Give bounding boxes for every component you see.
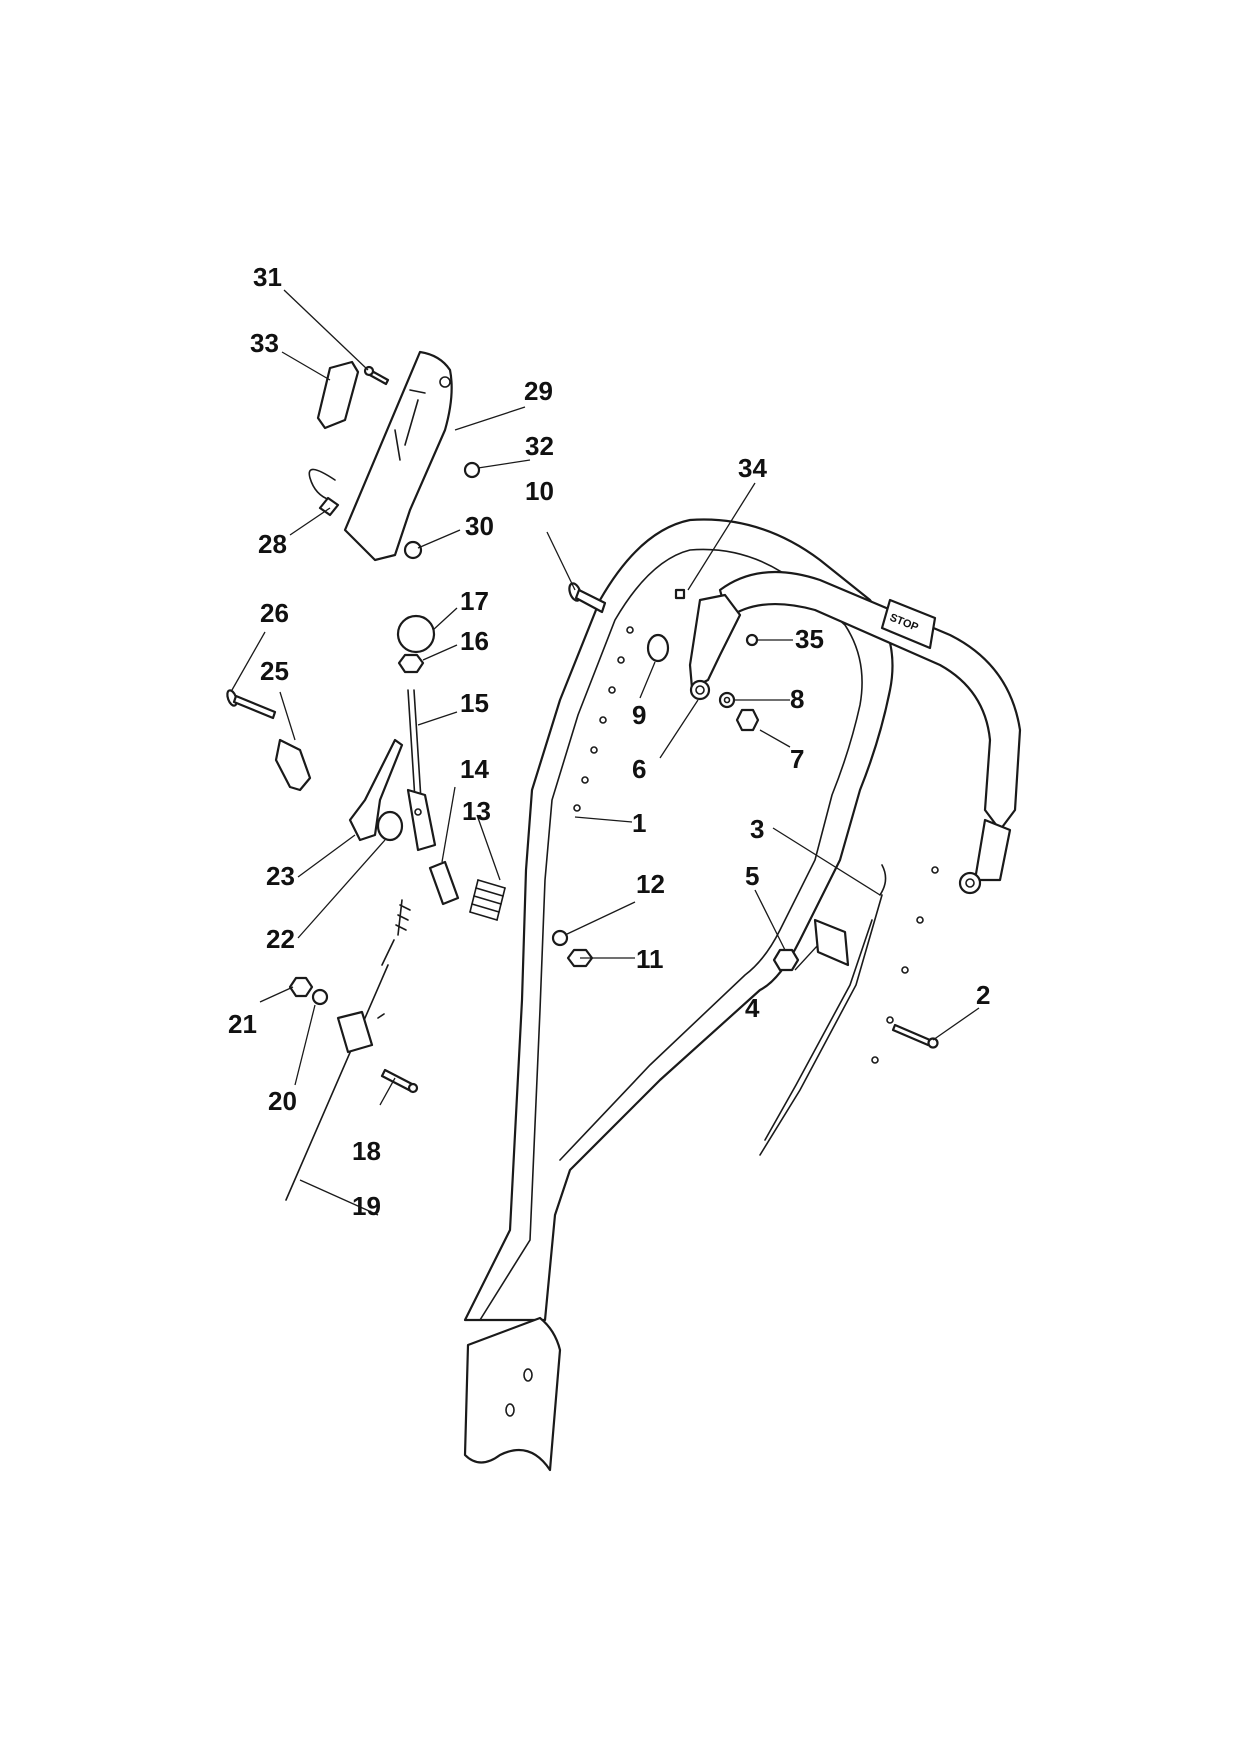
callout-15: 15 — [460, 688, 489, 718]
bushing-25 — [274, 738, 312, 792]
callout-4: 4 — [745, 993, 760, 1023]
callout-13: 13 — [462, 796, 491, 826]
cap-17 — [396, 614, 436, 654]
callout-5: 5 — [745, 861, 759, 891]
nut-32 — [463, 461, 481, 479]
nut-16 — [397, 653, 425, 674]
callout-16: 16 — [460, 626, 489, 656]
callout-17: 17 — [460, 586, 489, 616]
screw-18 — [380, 1068, 419, 1094]
spring-13 — [469, 879, 506, 921]
callout-11: 11 — [636, 944, 664, 974]
callout-20: 20 — [268, 1086, 297, 1116]
washer-8 — [718, 691, 736, 709]
leader-lines — [231, 289, 980, 1216]
cable-clamp — [336, 1010, 374, 1054]
callout-3: 3 — [750, 814, 764, 844]
callout-29: 29 — [524, 376, 553, 406]
clip-33 — [316, 360, 360, 430]
callout-28: 28 — [258, 529, 287, 559]
callout-30: 30 — [465, 511, 494, 541]
callout-14: 14 — [460, 754, 489, 784]
callout-12: 12 — [636, 869, 665, 899]
callout-6: 6 — [632, 754, 646, 784]
callout-7: 7 — [790, 744, 804, 774]
callout-33: 33 — [250, 328, 279, 358]
nut-30 — [403, 540, 423, 560]
washer-12 — [551, 929, 569, 947]
callout-9: 9 — [632, 700, 646, 730]
callout-35: 35 — [795, 624, 824, 654]
callout-2: 2 — [976, 980, 990, 1010]
hook-bolt-28 — [308, 468, 340, 517]
bail-bracket — [688, 593, 742, 701]
bolt-26 — [226, 689, 277, 720]
cable-clip-4 — [813, 918, 850, 967]
callout-18: 18 — [352, 1136, 381, 1166]
nut-7 — [735, 708, 760, 732]
bolt-10 — [568, 582, 607, 614]
control-rod-15 — [406, 689, 437, 852]
callout-25: 25 — [260, 656, 289, 686]
callout-19: 19 — [352, 1191, 381, 1221]
callout-10: 10 — [525, 476, 554, 506]
screw-2 — [891, 1023, 939, 1049]
stop-bail: STOP — [718, 570, 1022, 895]
callout-1: 1 — [632, 808, 646, 838]
screw-34 — [674, 588, 686, 600]
washer-35 — [745, 633, 759, 647]
callout-26: 26 — [260, 598, 289, 628]
sleeve-14 — [428, 860, 460, 906]
callout-23: 23 — [266, 861, 295, 891]
control-housing-29 — [343, 350, 453, 562]
spacer-9 — [646, 633, 670, 663]
cable-3 — [759, 864, 887, 1156]
callout-21: 21 — [228, 1009, 257, 1039]
callout-32: 32 — [525, 431, 554, 461]
washer-20 — [311, 988, 329, 1006]
bushing-22 — [376, 810, 404, 842]
callout-8: 8 — [790, 684, 804, 714]
nut-21 — [288, 976, 314, 998]
callout-34: 34 — [738, 453, 767, 483]
nut-5 — [772, 948, 800, 972]
frame-foot-plate — [463, 1316, 562, 1472]
cable-19 — [285, 899, 411, 1201]
callout-22: 22 — [266, 924, 295, 954]
callout-31: 31 — [253, 262, 282, 292]
screw-31 — [363, 365, 390, 386]
callout-labels: 1 2 3 4 5 6 7 8 9 10 11 12 13 14 15 16 1… — [228, 262, 990, 1221]
lever-23 — [348, 738, 404, 842]
